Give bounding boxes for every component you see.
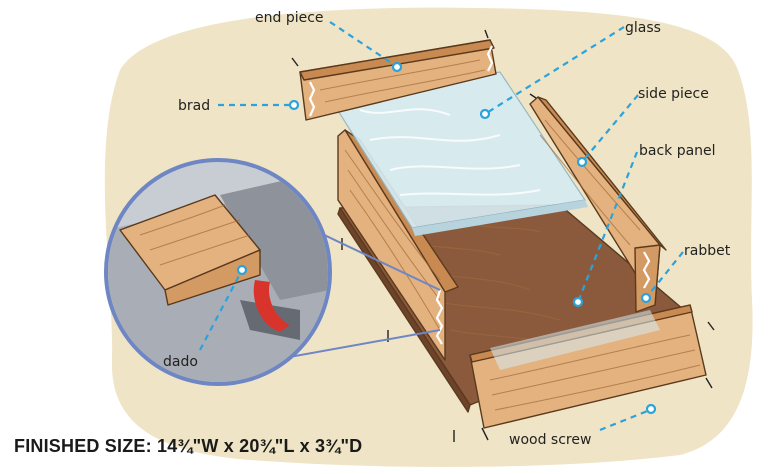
label-side-piece: side piece <box>638 86 709 102</box>
right-side-piece <box>529 96 667 313</box>
label-end-piece: end piece <box>255 10 324 26</box>
front-end-piece <box>469 304 707 429</box>
callouts <box>199 21 684 432</box>
label-dado: dado <box>163 354 198 370</box>
right-rabbet <box>642 251 651 289</box>
glass-pane <box>329 71 588 236</box>
label-brad: brad <box>178 98 210 114</box>
label-back-panel: back panel <box>639 143 716 159</box>
end-piece <box>299 39 497 121</box>
label-rabbet: rabbet <box>684 243 731 259</box>
dado-detail-inset <box>104 158 441 386</box>
label-glass: glass <box>625 20 661 36</box>
end-piece-rabbet <box>308 81 316 117</box>
label-wood-screw: wood screw <box>509 432 591 448</box>
finished-size-caption: FINISHED SIZE: 14¾"W x 20¾"L x 3¾"D <box>14 436 363 456</box>
left-rabbet <box>435 289 444 345</box>
